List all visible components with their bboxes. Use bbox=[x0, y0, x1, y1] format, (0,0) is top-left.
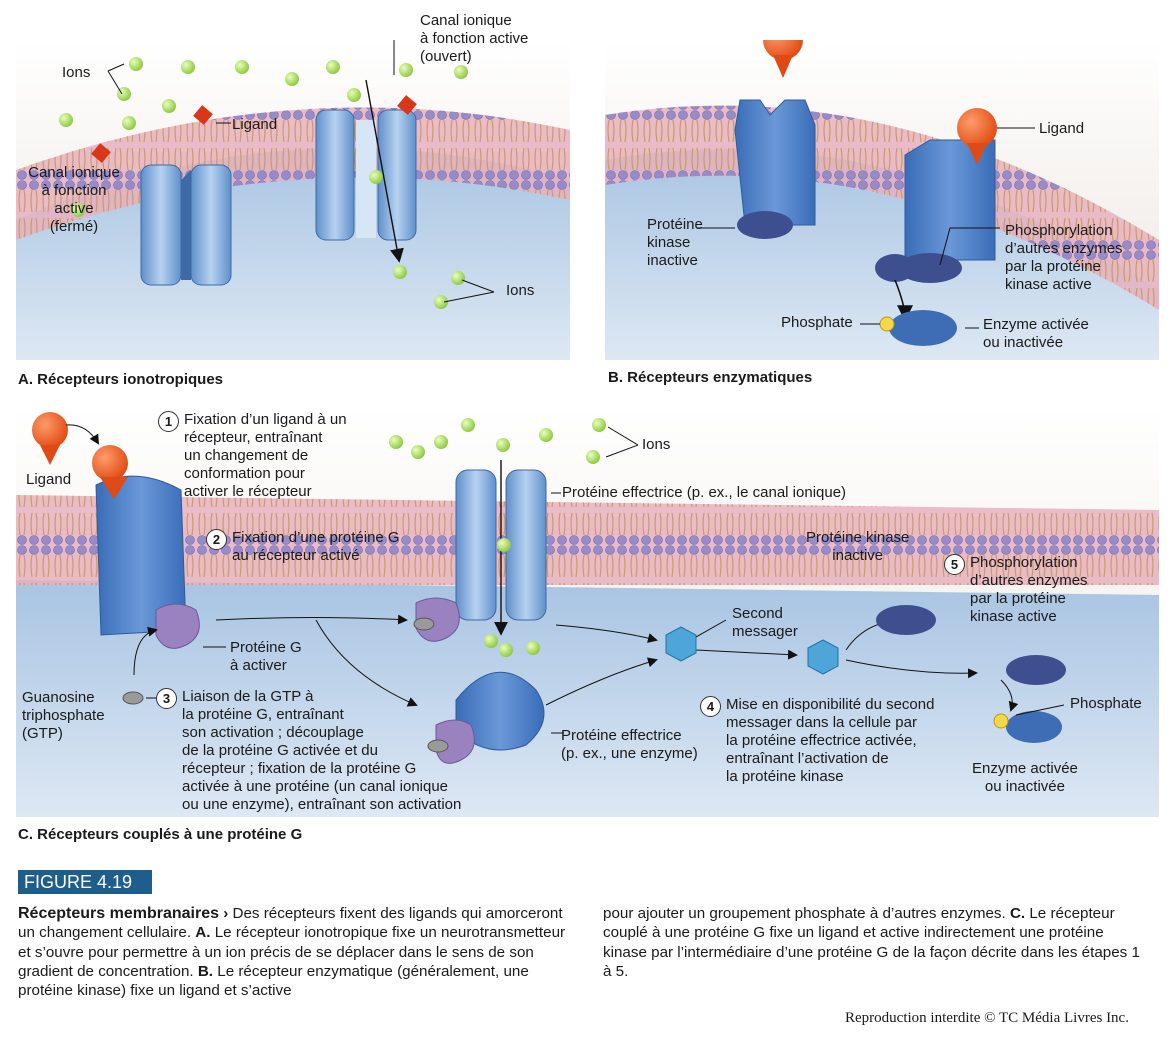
ions-bottom-label: Ions bbox=[506, 282, 535, 299]
g-protein-label: Protéine G à activer bbox=[230, 639, 302, 674]
figure-caption-left: Récepteurs membranaires › Des récepteurs… bbox=[18, 904, 578, 1000]
panel-b-caption: B. Récepteurs enzymatiques bbox=[608, 369, 813, 386]
step-2-text: Fixation d’une protéine G au récepteur a… bbox=[232, 529, 400, 564]
phosphate-label: Phosphate bbox=[781, 314, 853, 331]
copyright-credit: Reproduction interdite © TC Média Livres… bbox=[845, 1010, 1129, 1026]
ions-top-label: Ions bbox=[62, 64, 91, 81]
panel-a: Ions Ligand Canal ionique à fonction act… bbox=[16, 40, 570, 360]
phosphate-label: Phosphate bbox=[1070, 695, 1142, 712]
inactive-kinase bbox=[876, 605, 936, 635]
g-protein-active bbox=[415, 597, 460, 642]
panel-b: Ligand Protéine kinase inactive Phosphor… bbox=[605, 40, 1159, 360]
gtp-icon bbox=[122, 691, 144, 705]
enzyme-label: Enzyme activée ou inactivée bbox=[983, 316, 1089, 351]
inactive-kinase-label: Protéine kinase inactive bbox=[647, 216, 703, 269]
figure-badge: FIGURE 4.19 bbox=[18, 870, 152, 894]
effector-channel-label: Protéine effectrice (p. ex., le canal io… bbox=[562, 484, 847, 501]
step-4-number: 4 bbox=[700, 696, 721, 717]
g-protein bbox=[155, 603, 200, 649]
caption-left-3: Le récepteur enzymatique (généralement, … bbox=[18, 962, 529, 1000]
step-5-number: 5 bbox=[944, 554, 965, 575]
closed-channel bbox=[140, 164, 232, 286]
panel-a-illustration bbox=[16, 40, 570, 360]
caption-a-label: A. bbox=[195, 924, 211, 942]
second-messenger-label: Second messager bbox=[732, 605, 798, 640]
ions bbox=[389, 418, 606, 657]
second-messenger-icon bbox=[665, 626, 697, 662]
ions bbox=[59, 57, 468, 309]
second-messenger-icon bbox=[807, 639, 839, 675]
figure-caption-right: pour ajouter un groupement phosphate à d… bbox=[603, 904, 1151, 981]
inactive-kinase bbox=[737, 211, 793, 239]
ligand-diamond bbox=[397, 95, 417, 115]
target-enzyme bbox=[1006, 711, 1062, 743]
caption-right-2: Le récepteur couplé à une protéine G fix… bbox=[603, 905, 1140, 980]
phosphate-dot bbox=[879, 316, 895, 332]
step-5-text: Phosphorylation d’autres enzymes par la … bbox=[970, 554, 1088, 625]
panel-a-caption: A. Récepteurs ionotropiques bbox=[18, 371, 224, 388]
open-channel bbox=[315, 79, 417, 263]
figure-title: Récepteurs membranaires bbox=[18, 905, 219, 922]
effector-enzyme-label: Protéine effectrice (p. ex., une enzyme) bbox=[561, 727, 698, 762]
ions-label: Ions bbox=[642, 436, 671, 453]
gtp-label: Guanosine triphosphate (GTP) bbox=[22, 689, 105, 742]
panel-b-illustration bbox=[605, 40, 1159, 360]
step-1-number: 1 bbox=[158, 411, 179, 432]
enzymatic-receptor-inactive bbox=[734, 99, 816, 226]
open-channel-label: Canal ionique à fonction active (ouvert) bbox=[420, 12, 529, 65]
phosphate-dot bbox=[993, 713, 1009, 729]
step-4-text: Mise en disponibilité du second messager… bbox=[726, 696, 935, 785]
caption-b-label: B. bbox=[197, 962, 214, 980]
ligand-label: Ligand bbox=[26, 471, 72, 488]
caption-left-1: Des récepteurs fixent des ligands qui am… bbox=[18, 905, 563, 942]
step-3-number: 3 bbox=[156, 688, 177, 709]
active-kinase bbox=[1006, 655, 1066, 685]
ligand-ball bbox=[763, 40, 803, 60]
title-arrow: › bbox=[223, 905, 229, 922]
ligand-diamond bbox=[193, 105, 213, 125]
step-3-text: Liaison de la GTP à la protéine G, entra… bbox=[182, 688, 462, 813]
caption-c-label: C. bbox=[1009, 905, 1026, 922]
enzymatic-receptor-active bbox=[904, 139, 996, 261]
panel-c-caption: C. Récepteurs couplés à une protéine G bbox=[18, 826, 303, 843]
kinase-inactive-label: Protéine kinase inactive bbox=[806, 529, 910, 564]
ligand-ball bbox=[32, 412, 68, 448]
ligand-ball bbox=[957, 108, 997, 148]
ligand-diamond bbox=[91, 143, 111, 163]
step-1-text: Fixation d’un ligand à un récepteur, ent… bbox=[184, 411, 347, 500]
ligand-label: Ligand bbox=[1039, 120, 1085, 137]
active-kinase bbox=[898, 253, 962, 283]
enzyme-label: Enzyme activée ou inactivée bbox=[972, 760, 1078, 795]
effector-enzyme bbox=[455, 671, 545, 751]
phosphorylation-label: Phosphorylation d’autres enzymes par la … bbox=[1005, 222, 1123, 293]
ligand-label: Ligand bbox=[232, 116, 278, 133]
closed-channel-label: Canal ionique à fonction active (fermé) bbox=[28, 164, 120, 235]
caption-right-1: pour ajouter un groupement phosphate à d… bbox=[603, 905, 1010, 922]
panel-c-illustration bbox=[16, 405, 1159, 817]
step-2-number: 2 bbox=[206, 529, 227, 550]
target-enzyme bbox=[889, 310, 957, 346]
ligand-ball bbox=[92, 445, 128, 481]
caption-left-2: Le récepteur ionotropique fixe un neurot… bbox=[18, 924, 566, 980]
